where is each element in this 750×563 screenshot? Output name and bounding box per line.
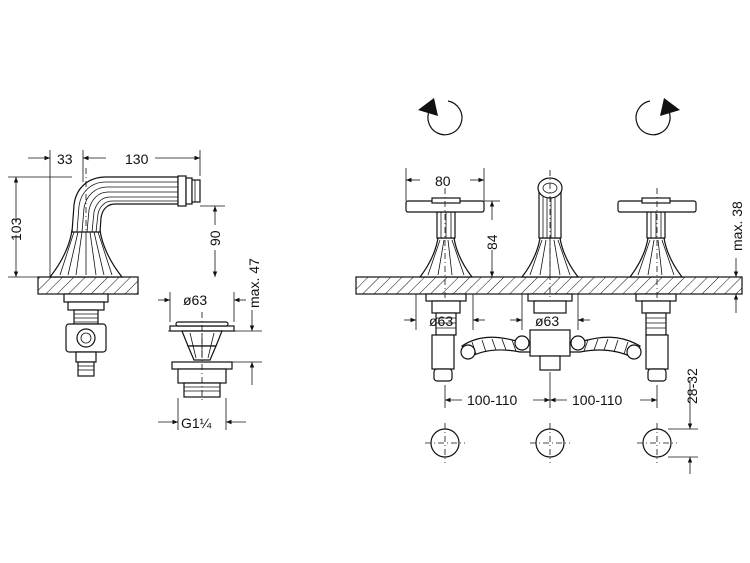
drain-assembly — [168, 312, 236, 400]
dim-33: 33 — [57, 151, 73, 167]
set-dimensions: 80 84 max. 38 ø63 ø63 100-110 100-110 — [404, 168, 745, 474]
counterclockwise-arrow-icon — [418, 98, 463, 136]
dim-g114: G1¼ — [181, 415, 212, 431]
dim-2832: 28-32 — [684, 368, 700, 404]
dim-spacing-left: 100-110 — [467, 392, 518, 408]
left-cross-handle — [405, 197, 485, 278]
dim-spacing-right: 100-110 — [572, 392, 623, 408]
dim-dia63-center: ø63 — [535, 313, 559, 329]
under-counter-piping — [425, 293, 677, 382]
mounting-hole-left — [425, 423, 465, 463]
dim-84: 84 — [484, 234, 500, 250]
spout-assembly — [37, 168, 201, 377]
dim-130: 130 — [125, 151, 149, 167]
clockwise-arrow-icon — [635, 98, 680, 136]
dim-90: 90 — [207, 230, 223, 246]
dim-dia63-drain: ø63 — [183, 292, 207, 308]
countertop-left — [37, 276, 139, 295]
drain-dimensions: ø63 max. 47 G1¼ — [158, 258, 262, 431]
mounting-hole-right — [637, 423, 677, 463]
dim-103: 103 — [8, 217, 24, 241]
dim-max47: max. 47 — [246, 258, 262, 308]
countertop-right — [355, 276, 743, 295]
dim-max38: max. 38 — [729, 201, 745, 251]
dim-dia63-left: ø63 — [429, 313, 453, 329]
dim-80: 80 — [435, 173, 451, 189]
right-cross-handle — [617, 197, 697, 278]
mounting-hole-center — [530, 423, 570, 463]
spout-dimensions: 33 130 103 90 — [8, 150, 225, 278]
